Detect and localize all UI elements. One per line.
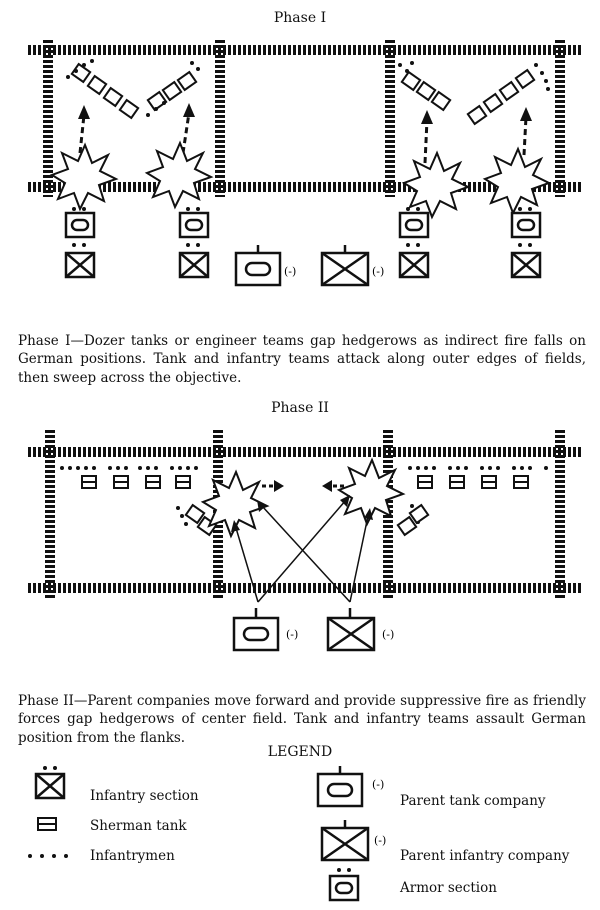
explosion-icon [401, 150, 471, 220]
legend-title: LEGEND [267, 744, 333, 760]
infantry-section [510, 251, 542, 279]
sherman-tank-column-1 [70, 62, 140, 120]
phase1-diagram: (-) (-) [28, 40, 582, 287]
explosion-icon [200, 469, 270, 539]
strength-mark: (-) [372, 778, 384, 791]
strength-mark: (-) [284, 265, 296, 278]
arrow-head-icon [364, 508, 373, 520]
explosion-icon [482, 146, 552, 216]
phase1-title: Phase I [273, 10, 327, 26]
arrow-head-icon [257, 500, 266, 512]
armor-section [64, 211, 96, 239]
strength-mark: (-) [374, 834, 386, 847]
legend-label-infantrymen: Infantrymen [90, 848, 175, 864]
parent-infantry-company [320, 245, 370, 287]
infantrymen-phase1 [66, 59, 550, 117]
parent-infantry-company-legend-icon [320, 820, 370, 862]
armor-section [398, 211, 430, 239]
legend-label-armor-section: Armor section [400, 880, 497, 896]
arrow-head-icon [322, 480, 332, 492]
arrow-head-icon [520, 107, 532, 121]
sherman-tank-legend-icon [37, 817, 57, 831]
parent-tank-company-legend-icon [316, 766, 364, 808]
crossing-arrows [235, 499, 369, 603]
explosion-icon [49, 142, 119, 212]
strength-mark: (-) [382, 628, 394, 641]
legend-symbols: (-) (-) [28, 766, 386, 902]
sherman-tank-column-3 [400, 70, 452, 112]
parent-tank-company [234, 245, 282, 287]
phase1-caption: Phase I—Dozer tanks or engineer teams ga… [18, 332, 586, 386]
arrow-head-icon [183, 103, 195, 117]
sherman-tank-column-2 [146, 70, 198, 112]
infantry-section [178, 251, 210, 279]
sherman-tank-row [81, 475, 529, 537]
legend-label-parent-infantry-company: Parent infantry company [400, 848, 570, 864]
parent-tank-company [232, 608, 280, 652]
armor-section [178, 211, 210, 239]
infantry-section [398, 251, 430, 279]
armor-section [510, 211, 542, 239]
strength-mark: (-) [372, 265, 384, 278]
arrow-head-icon [274, 480, 284, 492]
advance-arrows-phase1 [78, 112, 528, 164]
strength-mark: (-) [286, 628, 298, 641]
arrow-head-icon [231, 520, 240, 532]
sherman-tank-column-4 [466, 68, 536, 126]
legend-label-sherman-tank: Sherman tank [90, 818, 187, 834]
infantrymen-legend-icon [28, 854, 68, 858]
phase2-caption: Phase II—Parent companies move forward a… [18, 692, 586, 746]
explosion-icon [144, 140, 214, 210]
infantry-section-legend-icon [34, 772, 66, 800]
arrow-head-icon [421, 110, 433, 124]
parent-infantry-company [326, 608, 376, 652]
phase2-title: Phase II [271, 400, 329, 416]
infantry-section [64, 251, 96, 279]
armor-section-legend-icon [328, 874, 360, 902]
legend-label-parent-tank-company: Parent tank company [400, 793, 546, 809]
arrow-head-icon [78, 105, 90, 119]
phase2-diagram: (-) (-) [28, 430, 582, 652]
arrow-head-icon [340, 495, 350, 507]
legend-label-infantry-section: Infantry section [90, 788, 199, 804]
infantrymen-phase2 [60, 466, 548, 526]
